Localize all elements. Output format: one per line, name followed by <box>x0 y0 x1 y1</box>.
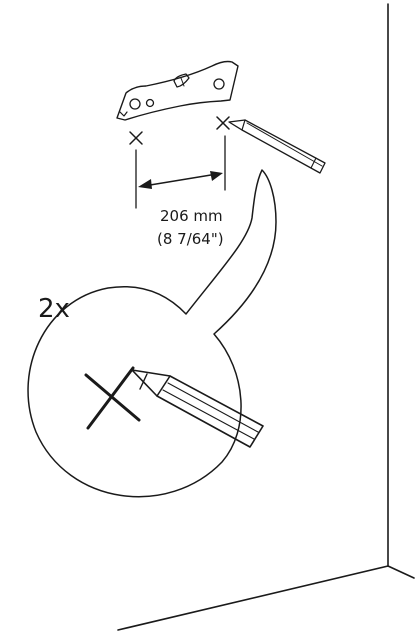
pencil-facet-2 <box>162 389 255 440</box>
level-vial-mark <box>180 77 185 87</box>
pencil-sharpened-edge <box>241 119 246 131</box>
pencil-facet-1 <box>167 382 259 433</box>
dimension-arrow-line <box>143 173 218 187</box>
arrowhead-left <box>138 179 152 189</box>
arrowhead-right <box>210 171 223 181</box>
cross-mark-icon <box>216 116 230 130</box>
level-hole-small <box>145 98 155 108</box>
magnifier-circle <box>27 169 277 498</box>
floor-edge-left <box>117 565 389 631</box>
pencil-lead-edge <box>139 373 148 390</box>
distance-imperial-label: (8 7/64") <box>157 230 224 248</box>
distance-metric-label: 206 mm <box>160 207 223 225</box>
pencil-cone-edge <box>156 375 171 397</box>
level-hole-right <box>213 78 225 90</box>
repeat-count-label: 2x <box>38 294 70 324</box>
pencil-icon <box>131 369 264 448</box>
level-body <box>116 60 239 121</box>
cross-mark-icon <box>129 131 143 145</box>
dimension-line <box>135 135 226 209</box>
pencil-end-line <box>310 157 317 169</box>
floor-edge-right <box>387 565 415 579</box>
level-hole-large <box>129 98 141 110</box>
wall-marks <box>129 116 230 145</box>
pencil-facet <box>246 122 323 167</box>
pencil-icon <box>228 119 326 174</box>
pencil-body <box>228 119 326 174</box>
level-bubble-vial <box>173 73 190 88</box>
magnified-detail-callout <box>27 169 277 498</box>
cross-mark-icon <box>84 366 141 430</box>
pencil-body-magnified <box>131 369 264 448</box>
spirit-level-icon <box>116 60 239 121</box>
wall-corner <box>117 3 415 631</box>
level-end-notch <box>119 111 128 117</box>
